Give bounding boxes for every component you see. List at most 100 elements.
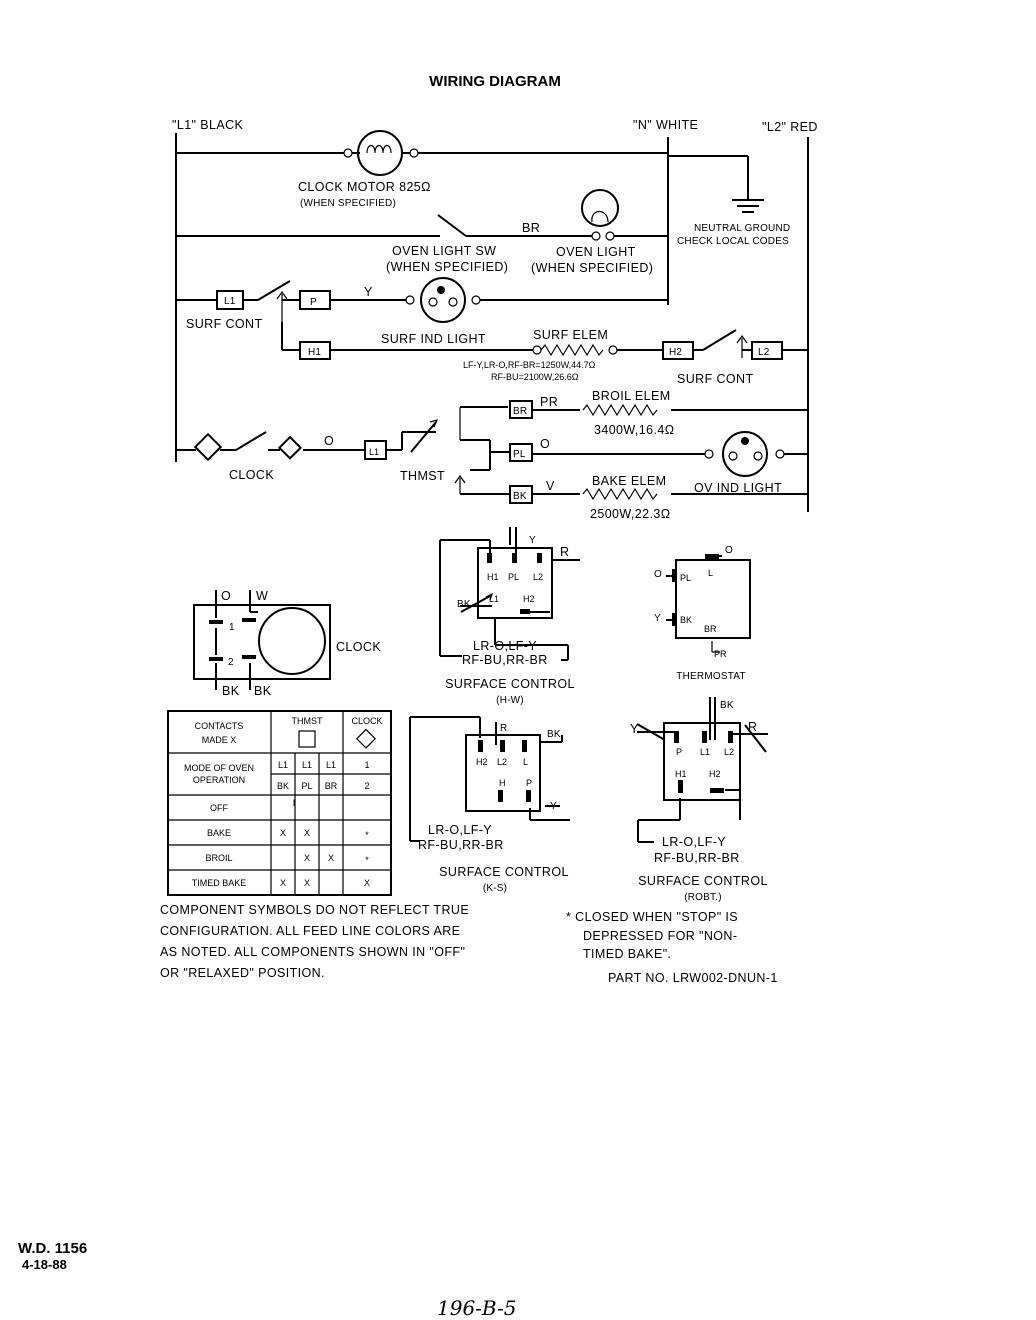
table-header-contacts: CONTACTS <box>195 721 244 731</box>
thermostat-wire-y: Y <box>654 613 661 624</box>
table-row-off: OFF <box>210 803 228 813</box>
wd-number: W.D. 1156 <box>18 1240 87 1257</box>
ks-codes-1: LR-O,LF-Y <box>428 823 492 837</box>
clock-detail-label: CLOCK <box>336 640 381 654</box>
table-row-broil: BROIL <box>205 853 232 863</box>
ks-wire-y: Y <box>550 801 557 812</box>
terminal-h2: H2 <box>669 347 682 358</box>
table-sub-bottom-2: PL <box>301 781 312 791</box>
table-header-clock: CLOCK <box>351 716 382 726</box>
hw-terminal-h2: H2 <box>523 594 535 604</box>
ground-note: CHECK LOCAL CODES <box>677 236 789 247</box>
clock-detail <box>193 590 331 690</box>
surface-circuit <box>176 277 808 360</box>
robt-wire-y: Y <box>630 722 639 736</box>
ks-terminal-p: P <box>526 778 532 788</box>
surf-ind-light-label: SURF IND LIGHT <box>381 332 486 346</box>
bus-lines <box>175 133 809 512</box>
ks-codes-2: RF-BU,RR-BR <box>418 838 504 852</box>
surf-elem-resistor-icon <box>540 343 604 357</box>
thermostat-terminal-br: BR <box>704 624 717 634</box>
bake-elem-label: BAKE ELEM <box>592 474 666 488</box>
hw-wire-y: Y <box>529 535 536 546</box>
ks-terminal-l: L <box>523 757 528 767</box>
bake-elem-value: 2500W,22.3Ω <box>590 507 670 521</box>
oven-light-switch-icon <box>437 214 467 237</box>
clock-wire-w: W <box>256 589 268 603</box>
table-sub-top-3: L1 <box>326 760 336 770</box>
table-cell: * <box>365 830 369 840</box>
thermostat-wire-pr: PR <box>714 649 727 659</box>
clock-contact-1-icon <box>277 435 303 460</box>
surf-cont-switch-icon <box>257 280 291 301</box>
oven-light-label: OVEN LIGHT <box>556 245 636 259</box>
bake-elem-resistor-icon <box>582 487 658 501</box>
robt-wire-r: R <box>748 720 757 734</box>
thermostat-terminal-l: L <box>708 568 713 578</box>
terminal-pl: PL <box>513 449 526 460</box>
table-sub-bottom-3: BR <box>325 781 338 791</box>
clock-motor-label: CLOCK MOTOR 825Ω <box>298 180 431 194</box>
hw-wire-r: R <box>560 545 569 559</box>
thermostat-terminal-bk: BK <box>680 615 692 625</box>
table-sub-top-1: L1 <box>278 760 288 770</box>
thmst-terminal-l1: L1 <box>369 447 379 457</box>
surf-cont-label-left: SURF CONT <box>186 317 263 331</box>
l1-line-label: "L1" BLACK <box>172 118 244 132</box>
robt-wire-bk: BK <box>720 700 734 711</box>
thermostat-detail <box>666 554 751 653</box>
robt-terminal-h1: H1 <box>675 769 687 779</box>
surf-elem-label: SURF ELEM <box>533 328 608 342</box>
broil-wire-pr: PR <box>540 395 558 409</box>
l2-line-label: "L2" RED <box>762 120 818 134</box>
surface-control-ks <box>409 716 570 842</box>
table-cell: X <box>304 853 310 863</box>
note-left-1: COMPONENT SYMBOLS DO NOT REFLECT TRUE <box>160 903 469 917</box>
clock-diamond-small-icon <box>355 728 377 749</box>
surf-elem-values-1: LF-Y,LR-O,RF-BR=1250W,44.7Ω <box>463 360 596 370</box>
robt-codes-2: RF-BU,RR-BR <box>654 851 740 865</box>
robt-terminal-p: P <box>676 747 682 757</box>
clock-label: CLOCK <box>229 468 274 482</box>
table-cell: X <box>364 878 370 888</box>
table-row-bake: BAKE <box>207 828 231 838</box>
surface-control-hw <box>439 527 580 661</box>
clock-motor-icon <box>357 130 403 176</box>
table-cell: * <box>365 855 369 865</box>
diagram-title: WIRING DIAGRAM <box>429 73 561 90</box>
oven-light-circuit <box>176 189 668 241</box>
robt-subtitle: (ROBT.) <box>684 892 722 903</box>
ks-title: SURFACE CONTROL <box>439 865 569 879</box>
table-cell: X <box>280 828 286 838</box>
table-cell: X <box>304 828 310 838</box>
clock-diamond-icon <box>193 432 223 462</box>
clock-wire-bk-1: BK <box>222 684 240 698</box>
robt-terminal-l2: L2 <box>724 747 734 757</box>
table-mode-label-1: MODE OF OVEN <box>184 763 254 773</box>
table-header-made-x: MADE X <box>202 735 237 745</box>
oven-light-bulb-icon <box>581 189 619 227</box>
clock-face-icon <box>258 607 326 675</box>
table-sub-top-4: 1 <box>364 760 369 770</box>
surface-control-robt <box>636 697 768 843</box>
ks-terminal-l2: L2 <box>497 757 507 767</box>
thermostat-wire-o-top: O <box>725 545 733 556</box>
terminal-h1: H1 <box>308 347 321 358</box>
oven-wire-o: O <box>324 434 334 448</box>
handwritten-code: 196-B-5 <box>437 1296 517 1320</box>
note-right-2: DEPRESSED FOR "NON- <box>583 929 737 943</box>
broil-elem-label: BROIL ELEM <box>592 389 671 403</box>
terminal-pl-box <box>509 443 533 462</box>
bake-wire-v: V <box>546 479 555 493</box>
table-sub-bottom-4: 2 <box>364 781 369 791</box>
part-number: PART NO. LRW002-DNUN-1 <box>608 971 778 985</box>
robt-terminal-l1: L1 <box>700 747 710 757</box>
hw-terminal-l1: L1 <box>489 594 499 604</box>
pl-wire-o: O <box>540 437 550 451</box>
robt-title: SURFACE CONTROL <box>638 874 768 888</box>
note-right-1: * CLOSED WHEN "STOP" IS <box>566 910 738 924</box>
broil-elem-value: 3400W,16.4Ω <box>594 423 674 437</box>
clock-contact-1: 1 <box>229 622 235 633</box>
table-mode-label-2: OPERATION <box>193 775 245 785</box>
